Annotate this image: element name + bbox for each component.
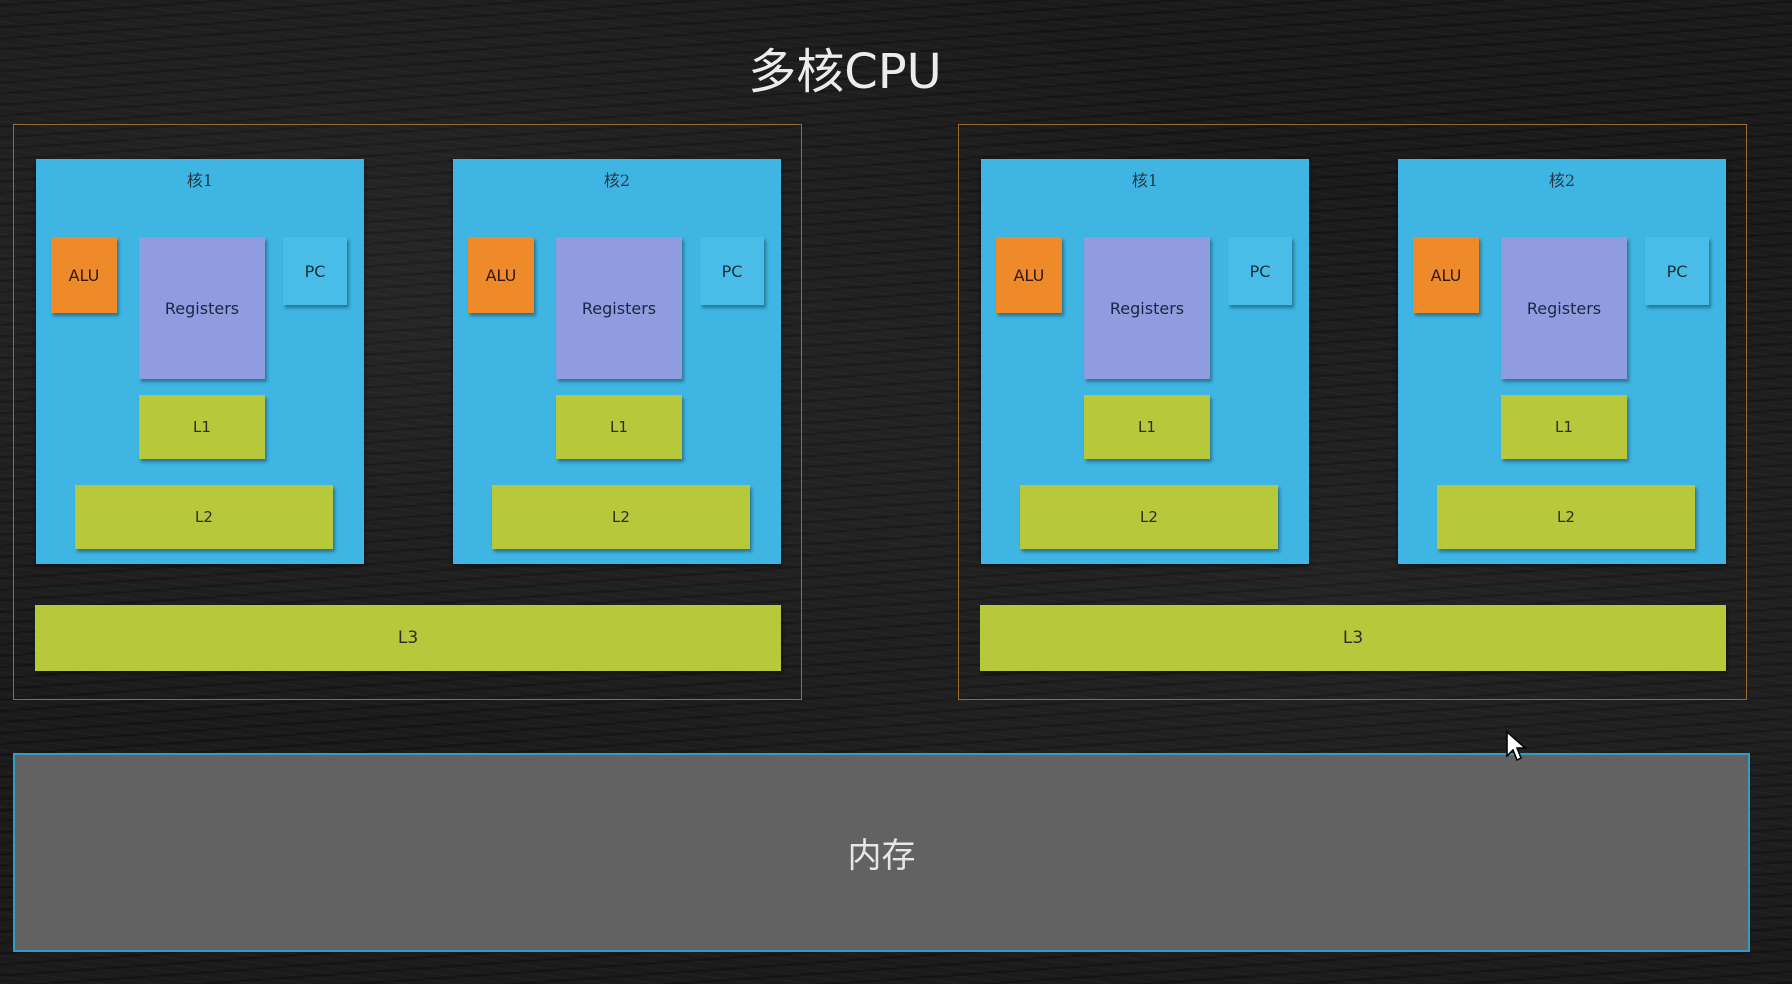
core-label: 核1: [1131, 171, 1159, 190]
l2-cache: L2: [1437, 485, 1695, 549]
core-label: 核2: [603, 171, 631, 190]
cpu2-core-2: 核2 ALU Registers PC L1 L2: [1398, 159, 1726, 564]
cpu1-core-2: 核2 ALU Registers PC L1 L2: [453, 159, 781, 564]
l1-cache: L1: [556, 395, 682, 459]
cpu1-core-1: 核1 ALU Registers PC L1 L2: [36, 159, 364, 564]
pc-block: PC: [700, 237, 764, 305]
core-label: 核2: [1548, 171, 1576, 190]
cpu-package-1: 核1 ALU Registers PC L1 L2 核2 ALU Registe…: [13, 124, 802, 700]
core-label: 核1: [186, 171, 214, 190]
registers-block: Registers: [556, 237, 682, 379]
l2-cache: L2: [75, 485, 333, 549]
l1-cache: L1: [139, 395, 265, 459]
cpu-package-2: 核1 ALU Registers PC L1 L2 核2 ALU Registe…: [958, 124, 1747, 700]
l2-cache: L2: [1020, 485, 1278, 549]
alu-block: ALU: [996, 237, 1062, 313]
mouse-cursor-icon: [1506, 730, 1527, 762]
diagram-title: 多核CPU: [748, 44, 942, 100]
l2-cache: L2: [492, 485, 750, 549]
alu-block: ALU: [468, 237, 534, 313]
registers-block: Registers: [1084, 237, 1210, 379]
l1-cache: L1: [1084, 395, 1210, 459]
l3-cache: L3: [35, 605, 781, 671]
alu-block: ALU: [1413, 237, 1479, 313]
registers-block: Registers: [139, 237, 265, 379]
l1-cache: L1: [1501, 395, 1627, 459]
pc-block: PC: [283, 237, 347, 305]
cpu2-core-1: 核1 ALU Registers PC L1 L2: [981, 159, 1309, 564]
registers-block: Registers: [1501, 237, 1627, 379]
alu-block: ALU: [51, 237, 117, 313]
pc-block: PC: [1645, 237, 1709, 305]
main-memory-block: 内存: [13, 753, 1750, 952]
pc-block: PC: [1228, 237, 1292, 305]
l3-cache: L3: [980, 605, 1726, 671]
